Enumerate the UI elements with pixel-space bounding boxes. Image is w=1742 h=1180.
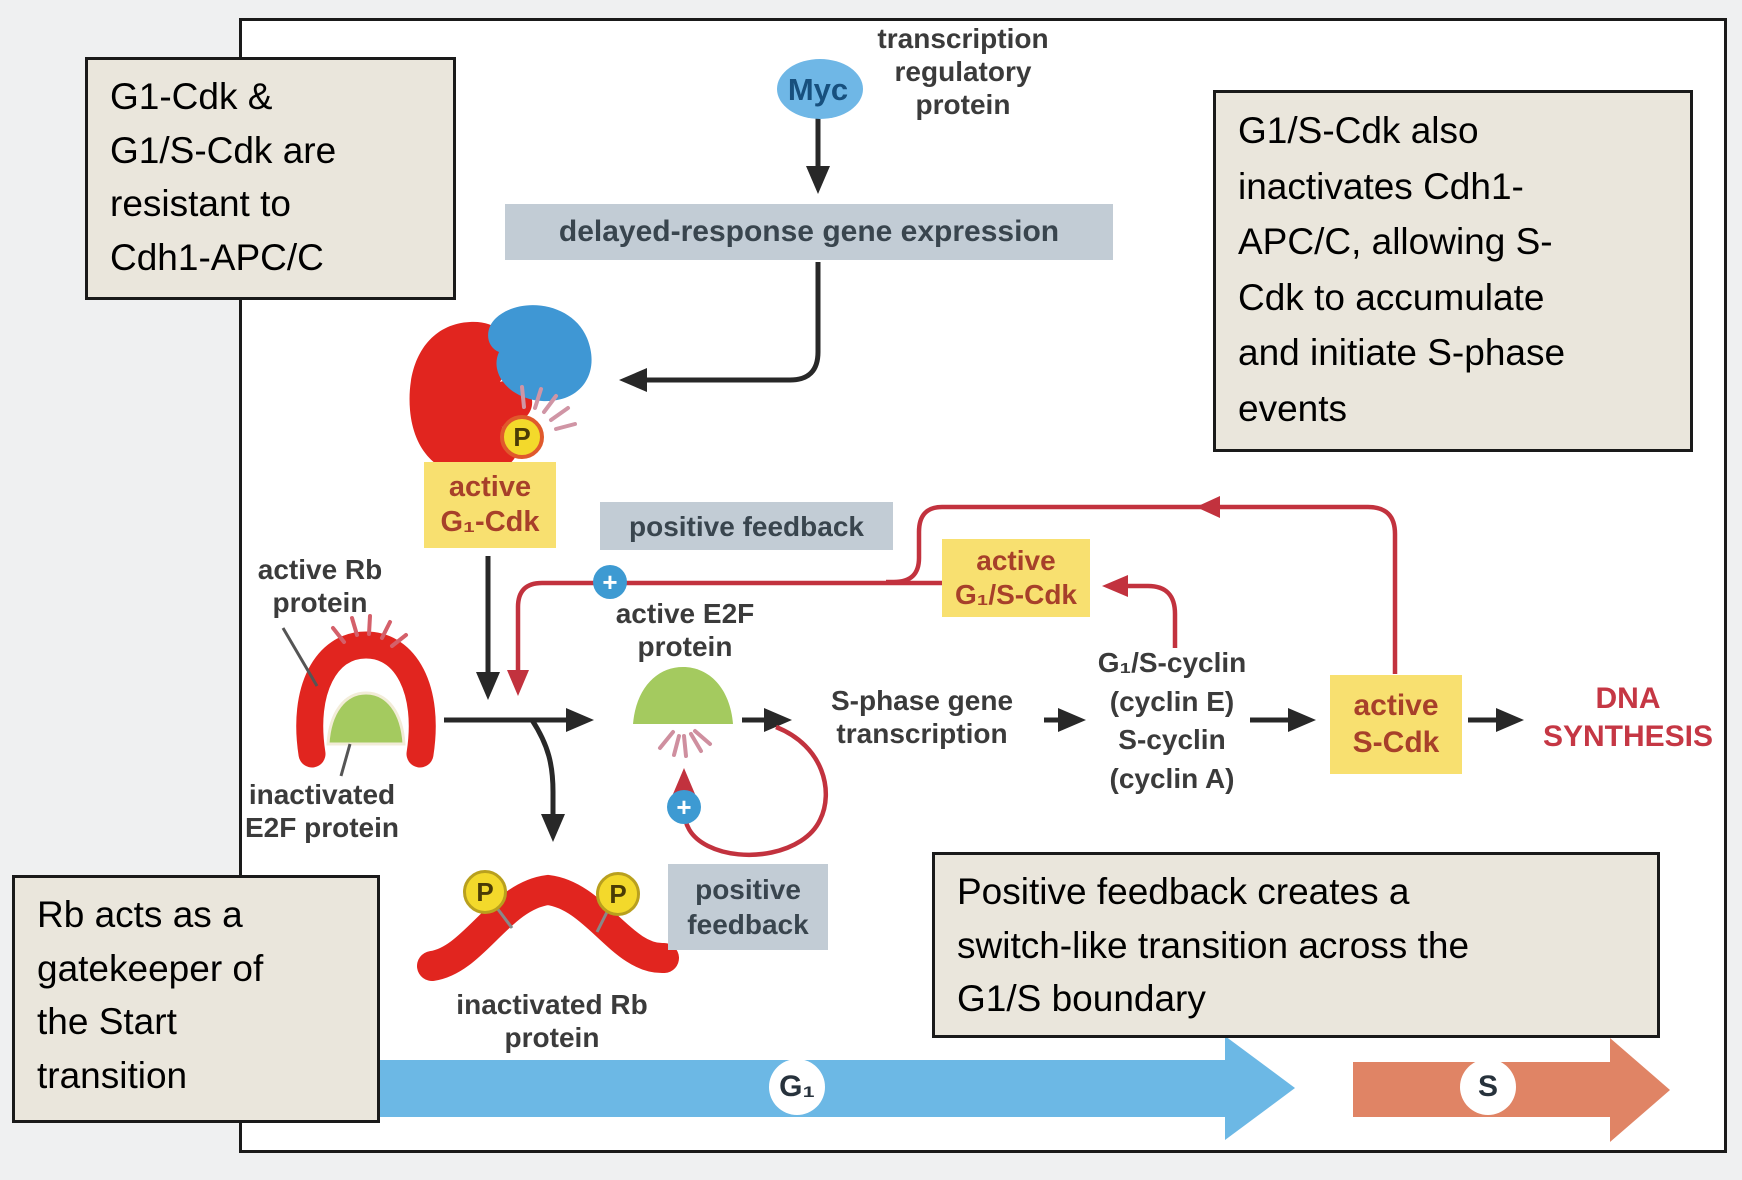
s-phase-badge: S	[1460, 1059, 1516, 1115]
active-g1s-cdk-box: active G₁/S-Cdk	[942, 539, 1090, 617]
plus-icon: +	[667, 790, 701, 824]
g1-phase-badge: G₁	[769, 1059, 825, 1115]
note-top-left: G1-Cdk & G1/S-Cdk are resistant to Cdh1-…	[85, 57, 456, 300]
active-g1-cdk-box: active G₁-Cdk	[424, 462, 556, 548]
positive-feedback-top-box: positive feedback	[600, 502, 893, 550]
note-top-right: G1/S-Cdk also inactivates Cdh1- APC/C, a…	[1213, 90, 1693, 452]
note-bottom-right: Positive feedback creates a switch-like …	[932, 852, 1660, 1038]
cyclins-label: G₁/S-cyclin (cyclin E) S-cyclin (cyclin …	[1097, 647, 1247, 794]
note-bottom-left: Rb acts as a gatekeeper of the Start tra…	[12, 875, 380, 1123]
active-rb-protein-label: active Rb protein	[257, 554, 383, 619]
myc-label: Myc	[787, 72, 849, 107]
dna-synthesis-label: DNA SYNTHESIS	[1542, 682, 1714, 753]
phosphate-p-g1cdk: P	[500, 415, 544, 459]
s-phase-gene-transcription-label: S-phase gene transcription	[830, 685, 1014, 750]
positive-feedback-bottom-box: positive feedback	[668, 864, 828, 950]
delayed-response-gene-expression-box: delayed-response gene expression	[505, 204, 1113, 260]
g1-phase-arrowhead-icon	[1225, 1036, 1295, 1140]
phosphate-p-rb-right: P	[596, 872, 640, 916]
active-e2f-protein-label: active E2F protein	[615, 598, 755, 663]
plus-icon: +	[593, 565, 627, 599]
inactivated-e2f-protein-label: inactivated E2F protein	[244, 779, 400, 844]
inactivated-rb-protein-label: inactivated Rb protein	[456, 989, 648, 1054]
phosphate-p-rb-left: P	[463, 870, 507, 914]
active-s-cdk-box: active S-Cdk	[1330, 675, 1462, 774]
transcription-regulatory-protein-label: transcription regulatory protein	[877, 23, 1049, 121]
s-phase-arrowhead-icon	[1610, 1038, 1670, 1142]
